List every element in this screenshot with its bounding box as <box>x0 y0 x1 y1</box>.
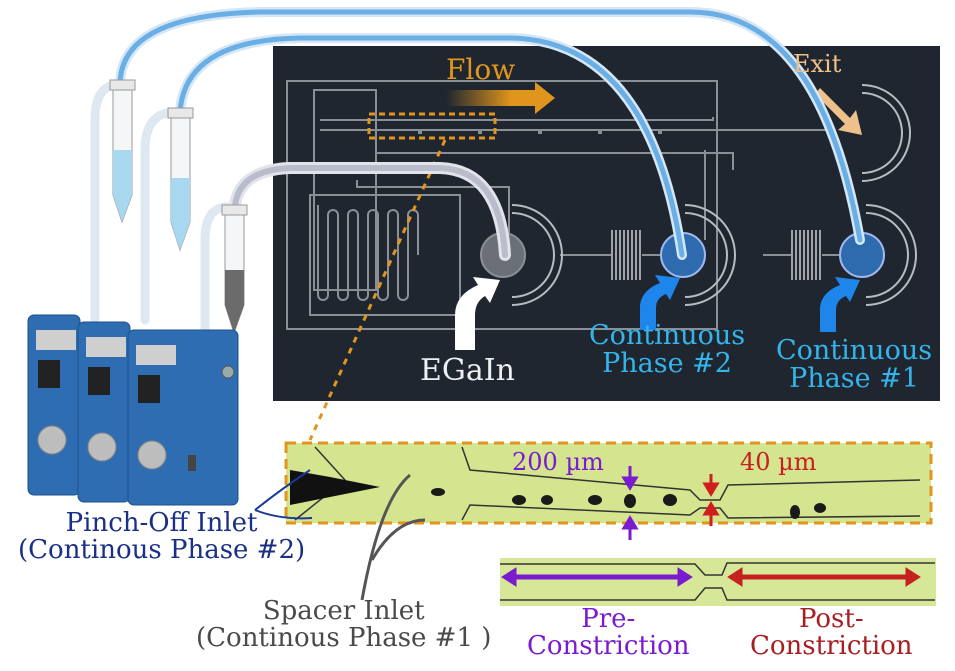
resistor-comb <box>611 230 641 280</box>
pre-line2: Constriction <box>527 631 690 662</box>
egain-thread <box>290 470 380 505</box>
continuous-phase-1-label: Continuous Phase #1 <box>776 335 933 395</box>
post-constriction-span-arrow <box>727 567 921 587</box>
spacer-line1: Spacer Inlet <box>262 596 425 626</box>
chip-channels <box>286 80 840 330</box>
syringe-pump <box>127 329 239 506</box>
egain-droplets <box>431 488 826 519</box>
reservoir-tube <box>167 107 194 252</box>
spacer-line2: (Continous Phase #1 ) <box>196 623 492 654</box>
cp2-line1: Continuous <box>589 320 746 351</box>
syringe-pump <box>27 314 81 496</box>
resistor-comb <box>791 230 821 280</box>
post-line2: Constriction <box>750 631 913 662</box>
constriction-markers <box>418 131 662 134</box>
post-constriction-label: Post- Constriction <box>750 604 913 662</box>
pre-constriction-span-arrow <box>501 567 693 587</box>
cp2-arrow <box>640 275 680 330</box>
inlet-arcs <box>511 84 917 306</box>
cp2-line2: Phase #2 <box>602 348 732 380</box>
exit-label: Exit <box>793 50 842 78</box>
zoom-region-box <box>367 112 497 140</box>
exit-arrow <box>815 88 862 135</box>
egain-label: EGaIn <box>420 353 515 388</box>
pinch-inlet-pointers <box>254 469 313 520</box>
pinch-line2: (Continous Phase #2) <box>18 535 306 566</box>
syringe-pump <box>77 321 131 503</box>
pre-line1: Pre- <box>581 604 636 634</box>
continuous-phase-2-label: Continuous Phase #2 <box>589 320 746 380</box>
pinch-off-inlet-label: Pinch-Off Inlet (Continous Phase #2) <box>18 508 306 566</box>
spacer-inlet-label: Spacer Inlet (Continous Phase #1 ) <box>196 596 492 654</box>
pre-width-arrows <box>621 466 639 540</box>
micrograph-lower-channels <box>500 562 935 601</box>
flow-label: Flow <box>446 53 516 86</box>
constriction-width-label: 40 µm <box>740 448 817 476</box>
pre-constriction-label: Pre- Constriction <box>527 604 690 662</box>
flow-arrow <box>446 82 555 114</box>
constriction-width-arrows <box>702 474 720 526</box>
reservoir-tube <box>221 204 248 335</box>
egain-arrow <box>455 277 500 350</box>
cp1-arrow <box>820 277 860 332</box>
spacer-inlet-pointers <box>360 473 426 601</box>
micrograph-pre-post <box>500 558 936 606</box>
reservoir-tube <box>109 79 136 224</box>
pre-width-label: 200 µm <box>512 448 604 476</box>
pinch-line1: Pinch-Off Inlet <box>65 508 258 538</box>
post-line1: Post- <box>798 604 864 634</box>
cp1-line2: Phase #1 <box>789 363 919 395</box>
cp1-line1: Continuous <box>776 335 933 366</box>
